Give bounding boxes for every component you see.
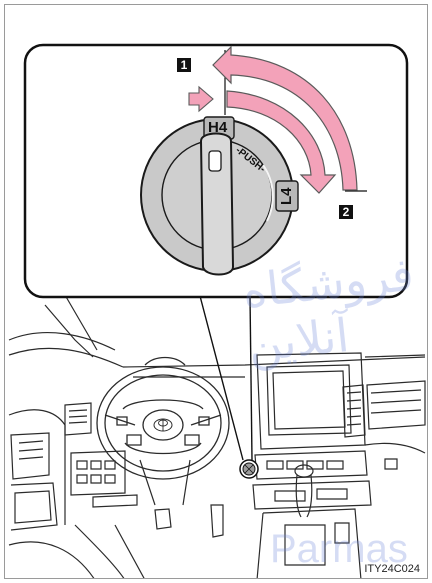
steering-wheel xyxy=(97,358,229,480)
figure-frame: 1 2 H4 -PUSH- L4 فروشگاه آنلاین Parmas I… xyxy=(4,4,428,579)
dial-location-marker xyxy=(240,460,258,478)
position-label-h4: H4 xyxy=(208,119,227,136)
callout-leader-line xyxy=(200,296,252,460)
callout-number-1: 1 xyxy=(177,58,191,72)
callout-number-2: 2 xyxy=(339,205,353,219)
dashboard-illustration xyxy=(5,5,428,579)
position-label-l4: L4 xyxy=(278,187,295,205)
knob-indicator xyxy=(209,151,221,171)
dashboard-lineart xyxy=(9,295,425,579)
figure-code: ITY24C024 xyxy=(364,563,420,575)
toyota-logo xyxy=(154,419,172,431)
